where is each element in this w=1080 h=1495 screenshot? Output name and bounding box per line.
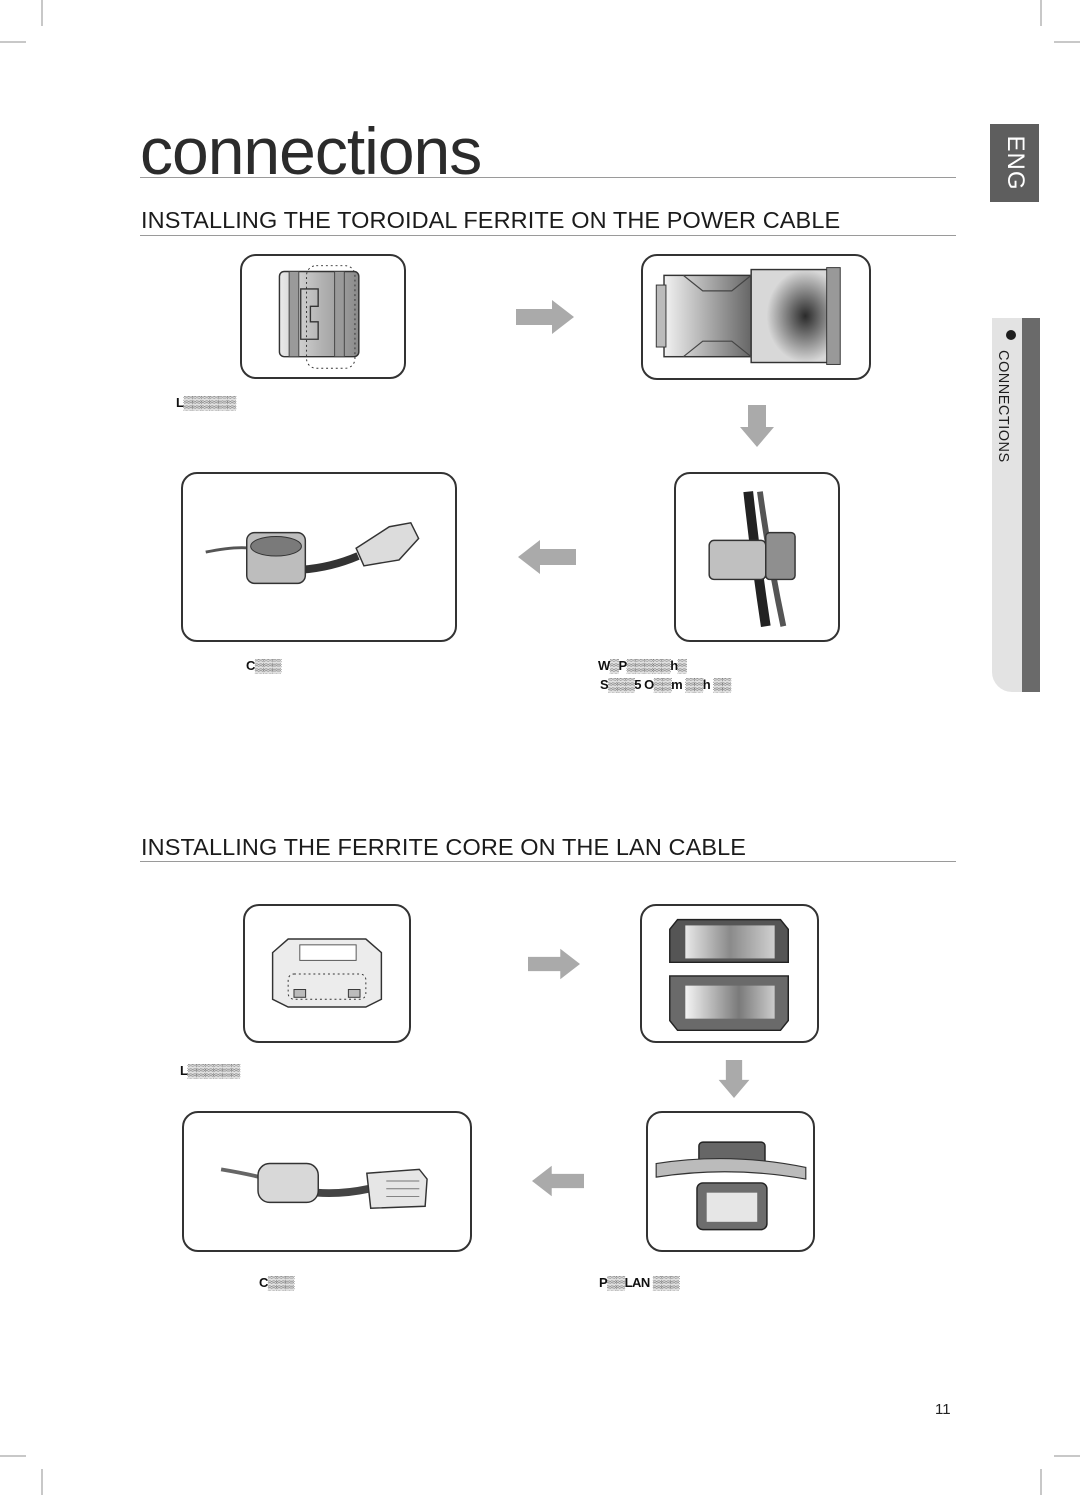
crop-mark — [0, 41, 26, 43]
figure-cable-in-ferrite — [674, 472, 840, 642]
arrow-left-icon — [532, 1165, 584, 1197]
language-tab: ENG — [990, 124, 1039, 202]
page-title: connections — [140, 114, 482, 188]
crop-mark — [1054, 1455, 1080, 1457]
step-caption: C▒▒▒ — [259, 1275, 295, 1290]
bullet-dot-icon — [1006, 330, 1016, 340]
chapter-tab-bar — [1022, 318, 1040, 692]
crop-mark — [1040, 0, 1042, 26]
crop-mark — [41, 1469, 43, 1495]
title-rule — [140, 177, 956, 178]
section-rule — [140, 235, 956, 236]
arrow-right-icon — [516, 300, 574, 334]
arrow-down-icon — [718, 1060, 750, 1098]
page-number: 11 — [935, 1401, 951, 1418]
section-heading: INSTALLING THE TOROIDAL FERRITE ON THE P… — [141, 207, 841, 233]
crop-mark — [0, 1455, 26, 1457]
step-caption: L▒▒▒▒▒▒ — [180, 1063, 240, 1078]
crop-mark — [41, 0, 43, 26]
crop-mark — [1054, 41, 1080, 43]
figure-ferrite-closed — [240, 254, 406, 379]
figure-ferrite-core-open — [640, 904, 819, 1043]
step-caption: W▒P▒▒▒▒▒h▒ — [598, 658, 687, 673]
figure-ferrite-open — [641, 254, 871, 380]
chapter-tab-label: CONNECTIONS — [995, 350, 1011, 463]
step-caption: C▒▒▒ — [246, 658, 282, 673]
figure-ferrite-core-closed — [243, 904, 411, 1043]
step-caption: S▒▒▒5 O▒▒m ▒▒h ▒▒ — [600, 677, 731, 692]
figure-power-cable-finished — [181, 472, 457, 642]
step-caption: L▒▒▒▒▒▒ — [176, 395, 236, 410]
arrow-down-icon — [740, 405, 774, 447]
crop-mark — [1040, 1469, 1042, 1495]
arrow-right-icon — [528, 948, 580, 980]
language-tab-label: ENG — [1001, 135, 1029, 191]
section-heading: INSTALLING THE FERRITE CORE ON THE LAN C… — [141, 834, 747, 860]
figure-lan-cable-finished — [182, 1111, 472, 1252]
section-rule — [140, 861, 956, 862]
step-caption: P▒▒LAN ▒▒▒ — [599, 1275, 680, 1290]
figure-lan-in-core — [646, 1111, 815, 1252]
arrow-left-icon — [518, 540, 576, 574]
